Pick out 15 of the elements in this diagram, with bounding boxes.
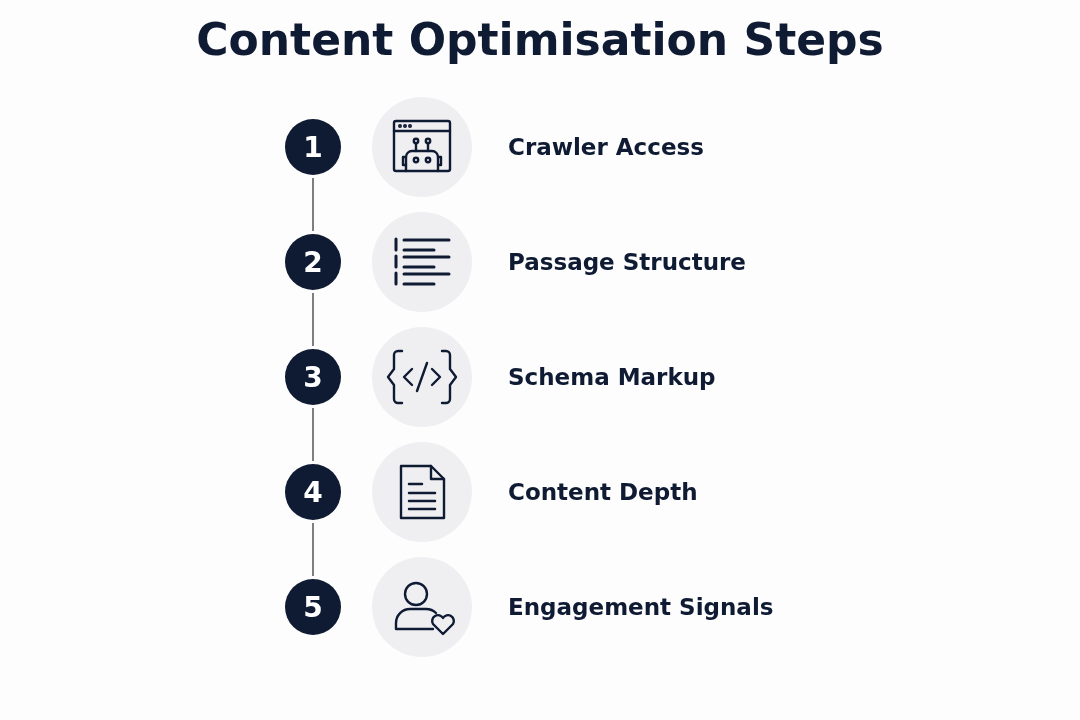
step-label: Crawler Access — [508, 133, 704, 162]
connector-line — [312, 407, 314, 462]
connector-line — [312, 522, 314, 577]
step-label: Engagement Signals — [508, 593, 774, 622]
title: Content Optimisation Steps — [195, 14, 885, 65]
step-number-circle: 1 — [285, 119, 341, 175]
step-label: Passage Structure — [508, 248, 746, 277]
step-label: Schema Markup — [508, 363, 716, 392]
step-number-circle: 5 — [285, 579, 341, 635]
connector-line — [312, 177, 314, 232]
step-label: Content Depth — [508, 478, 698, 507]
step-number-circle: 3 — [285, 349, 341, 405]
step-number-circle: 2 — [285, 234, 341, 290]
connector-line — [312, 292, 314, 347]
step-number-circle: 4 — [285, 464, 341, 520]
